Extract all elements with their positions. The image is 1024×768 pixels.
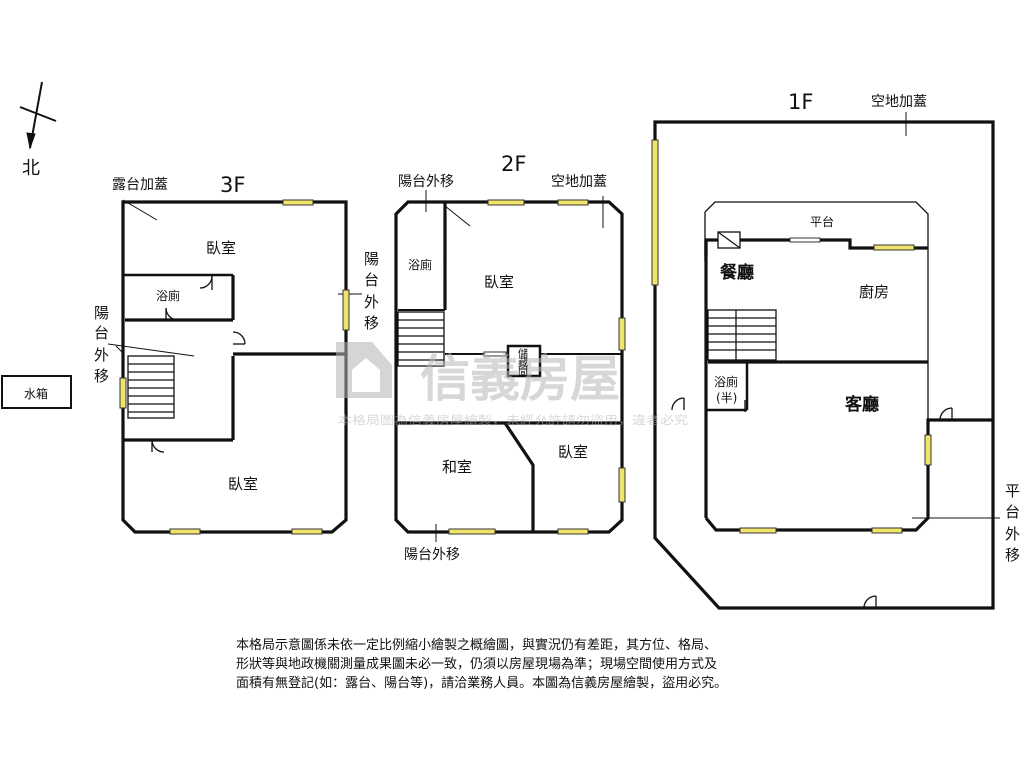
watermark-note: 本格局圖為信義房屋繪製，未經允許請勿盜用，違者必究 — [338, 413, 689, 427]
floor-3f-bedroom-top: 臥室 — [206, 239, 236, 257]
floor-1f-open-space-addition: 空地加蓋 — [871, 94, 927, 110]
floor-2f-balcony-shift-top: 陽台外移 — [398, 174, 454, 190]
floor-3f-title: 3F — [220, 173, 245, 197]
floor-1f-dining: 餐廳 — [720, 262, 754, 283]
floor-1f-walls — [653, 120, 995, 610]
floor-1f-platform-shift: 平 台 外 移 — [1005, 482, 1020, 564]
water-tank-box — [1, 375, 72, 409]
floor-3f-bedroom-bottom: 臥室 — [228, 475, 258, 493]
floor-2f-storage — [506, 344, 542, 378]
svg-text:台: 台 — [1005, 503, 1020, 521]
svg-text:移: 移 — [94, 367, 109, 385]
floor-2f-storage-label: 儲 藏 間 — [518, 348, 528, 378]
svg-text:(半): (半) — [716, 391, 737, 405]
floor-1f-doors — [671, 397, 953, 609]
floor-2f-title: 2F — [501, 152, 526, 176]
floor-2f-japanese-room: 和室 — [442, 458, 472, 476]
svg-text:台: 台 — [94, 324, 109, 342]
disclaimer: 本格局示意圖係未依一定比例縮小繪製之概繪圖，與實況仍有差距，其方位、格局、 形狀… — [236, 636, 796, 693]
svg-text:外: 外 — [364, 293, 379, 311]
floor-2f-bedroom-top: 臥室 — [484, 273, 514, 291]
floor-2f-balcony-shift-bottom: 陽台外移 — [404, 547, 460, 563]
svg-text:移: 移 — [1005, 546, 1020, 564]
floor-3f-walls — [121, 200, 348, 534]
disclaimer-line: 本格局示意圖係未依一定比例縮小繪製之概繪圖，與實況仍有差距，其方位、格局、 — [236, 638, 718, 653]
floor-3f-doors — [151, 275, 246, 453]
disclaimer-line: 面積有無登記(如：露台、陽台等)，請洽業務人員。本圖為信義房屋繪製，盜用必究。 — [236, 676, 728, 691]
svg-text:間: 間 — [518, 366, 528, 378]
floor-3f-leaders — [107, 199, 362, 357]
floor-3f-bathroom: 浴廁 — [156, 288, 180, 303]
windows — [119, 139, 932, 535]
svg-text:外: 外 — [1005, 525, 1020, 543]
svg-text:藏: 藏 — [518, 357, 528, 369]
floor-2f-leaders — [425, 190, 604, 542]
floor-2f-bedroom-right: 臥室 — [558, 443, 588, 461]
floor-3f-rooftop-addition: 露台加蓋 — [112, 177, 168, 193]
water-tank-label: 水箱 — [24, 386, 48, 401]
watermark-brand: 信義房屋 — [420, 350, 620, 408]
svg-text:台: 台 — [364, 271, 379, 289]
floor-2f-walls — [394, 200, 624, 534]
north-label: 北 — [22, 158, 40, 179]
floor-2f-stairs — [397, 311, 445, 367]
floor-2f-open-space-addition: 空地加蓋 — [551, 174, 607, 190]
floor-2f-bathroom: 浴廁 — [408, 257, 432, 272]
svg-text:平: 平 — [1005, 482, 1020, 500]
svg-text:陽: 陽 — [94, 304, 109, 322]
floor-1f-living: 客廳 — [844, 394, 879, 415]
labels: 北 水箱 3F 露台加蓋 臥室 浴廁 臥室 陽 台 外 移 陽 台 外 移 2F… — [22, 90, 1020, 564]
floor-1f-stairs — [707, 309, 777, 361]
svg-text:浴廁: 浴廁 — [714, 374, 738, 389]
floor-2f-doors — [443, 257, 447, 283]
svg-text:移: 移 — [364, 314, 379, 332]
watermark: 信義房屋 本格局圖為信義房屋繪製，未經允許請勿盜用，違者必究 — [336, 342, 689, 427]
floor-1f-half-bath: 浴廁 (半) — [714, 374, 738, 405]
floor-3f-stairs — [127, 355, 175, 419]
floor-1f-leaders — [905, 112, 1000, 519]
svg-text:儲: 儲 — [518, 348, 528, 360]
floor-3f-balcony-shift-right: 陽 台 外 移 — [364, 250, 379, 332]
svg-text:陽: 陽 — [364, 250, 379, 268]
floor-1f-title: 1F — [788, 90, 813, 114]
floor-3f-balcony-shift-left: 陽 台 外 移 — [94, 304, 109, 385]
north-arrow-icon — [19, 81, 57, 150]
disclaimer-line: 形狀等與地政機關測量成果圖未必一致，仍須以房屋現場為準；現場空間使用方式及 — [236, 657, 718, 672]
floor-1f-kitchen: 廚房 — [859, 283, 889, 301]
brand-logo-icon — [336, 342, 392, 398]
floor-1f-fixtures — [717, 231, 741, 249]
svg-text:外: 外 — [94, 346, 109, 364]
floor-1f-platform-top: 平台 — [810, 214, 834, 229]
